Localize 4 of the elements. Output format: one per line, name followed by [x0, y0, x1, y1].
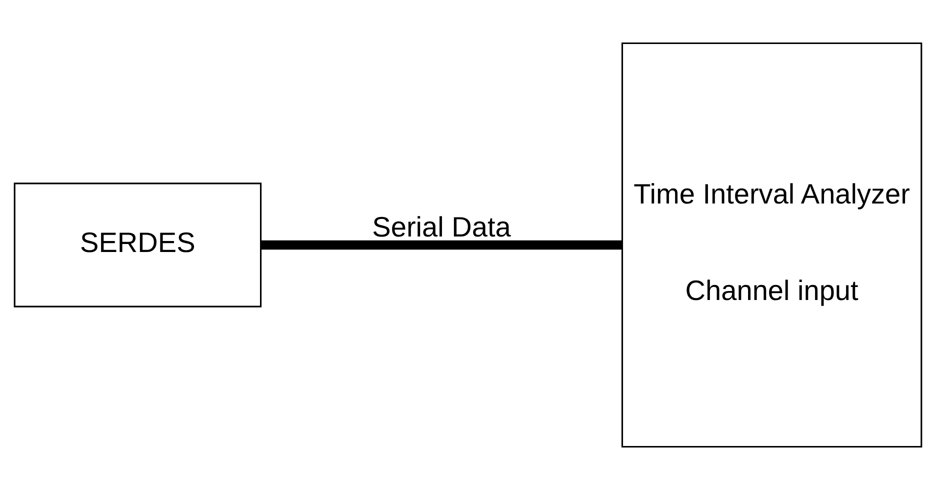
- node-box: Time Interval Analyzer Channel input: [621, 42, 922, 448]
- node-box: SERDES: [14, 182, 262, 307]
- connector: [260, 240, 622, 250]
- edge-label: Serial Data: [372, 210, 511, 242]
